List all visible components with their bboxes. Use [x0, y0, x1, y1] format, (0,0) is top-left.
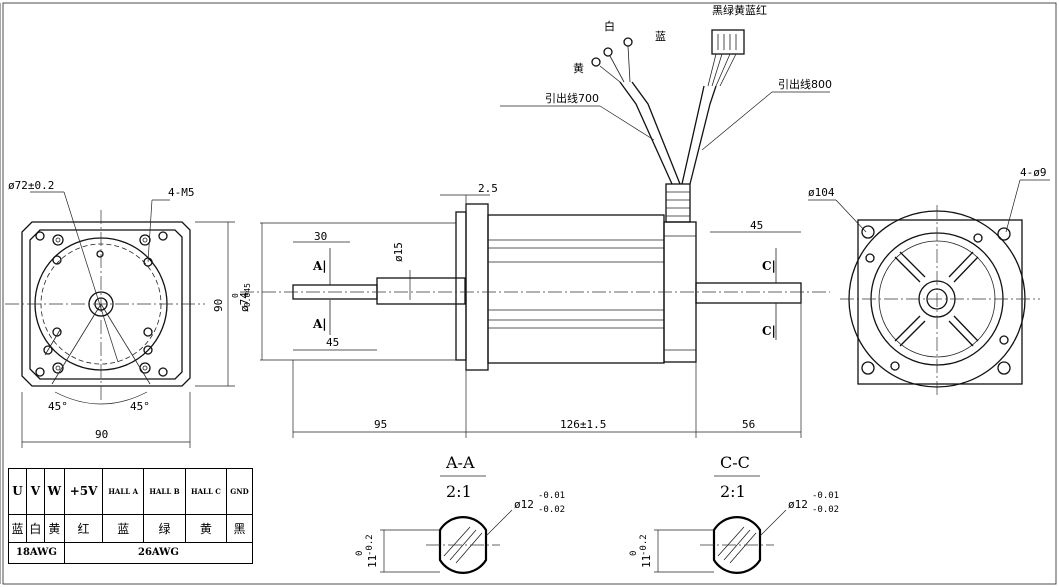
left-dia-callout: ø72±0.2 — [8, 179, 54, 192]
section-a-dia-lower: -0.02 — [538, 505, 565, 515]
color-5v: 红 — [63, 513, 104, 543]
flange-thk: 2.5 — [478, 182, 498, 195]
lead-power-label: 引出线700 — [545, 91, 599, 105]
section-c-flat: 11 — [640, 555, 653, 568]
left-thread-callout: 4-M5 — [168, 186, 195, 199]
section-a-dia: ø12 — [514, 498, 534, 511]
lead-hall-label: 引出线800 — [778, 77, 832, 91]
shaft-dia: ø15 — [392, 242, 405, 262]
section-c-flat-upper: 0 — [629, 551, 639, 556]
body-len: 126±1.5 — [560, 418, 606, 431]
section-c-title: C-C — [720, 453, 750, 472]
section-a-dia-upper: -0.01 — [538, 491, 565, 501]
left-width-dim: 90 — [95, 428, 108, 441]
pilot-dia: ø74 — [238, 292, 251, 312]
pilot-tol-lower: -0.045 — [243, 283, 252, 312]
header-hall-a: HALL A — [102, 468, 145, 515]
gauge-power: 18AWG — [8, 541, 65, 565]
section-a-title: A-A — [445, 453, 475, 472]
color-w: 黄 — [43, 513, 65, 543]
color-gnd: 黑 — [226, 513, 253, 543]
header-w: W — [43, 468, 65, 515]
header-u: U — [8, 468, 27, 515]
section-a-scale: 2:1 — [446, 482, 472, 501]
color-v: 白 — [25, 513, 45, 543]
color-white-label: 白 — [604, 19, 615, 33]
header-v: V — [25, 468, 45, 515]
rear-shaft-len: 45 — [750, 219, 763, 232]
right-rear-view: ø104 4-ø9 — [808, 166, 1050, 395]
wiring-table: U V W +5V HALL A HALL B HALL C GND 蓝 白 黄… — [8, 468, 254, 565]
section-c-scale: 2:1 — [720, 482, 746, 501]
color-blue-label: 蓝 — [655, 30, 666, 43]
angle-left-label: 45° — [48, 400, 68, 413]
section-c-dia-upper: -0.01 — [812, 491, 839, 501]
header-hall-b: HALL B — [143, 468, 186, 515]
color-u: 蓝 — [8, 513, 27, 543]
cable-assembly: 引出线700 引出线800 白 蓝 黄 黑绿黄蓝红 — [500, 3, 832, 185]
shaft-len-bottom: 45 — [326, 336, 339, 349]
rear-len: 56 — [742, 418, 755, 431]
color-yellow-label: 黄 — [573, 61, 584, 75]
section-a-top: A| — [312, 259, 327, 273]
color-hall-a: 蓝 — [102, 513, 145, 543]
section-a: A-A 2:1 ø12 -0.01 -0.02 11 0 -0.2 — [355, 453, 565, 574]
section-c: C-C 2:1 ø12 -0.01 -0.02 11 0 -0.2 — [629, 453, 839, 574]
section-a-bot: A| — [312, 317, 327, 331]
section-c-flat-lower: -0.2 — [639, 534, 649, 556]
left-front-view: ø72±0.2 4-M5 45° 45° 90 90 — [5, 179, 235, 448]
gauge-signal: 26AWG — [63, 541, 254, 565]
color-hall-b: 绿 — [143, 513, 186, 543]
angle-right-label: 45° — [130, 400, 150, 413]
color-hall-c: 黄 — [184, 513, 228, 543]
section-a-flat: 11 — [366, 555, 379, 568]
header-hall-c: HALL C — [184, 468, 228, 515]
section-a-flat-upper: 0 — [355, 551, 365, 556]
section-c-top: C| — [762, 259, 776, 273]
right-dia-callout: ø104 — [808, 186, 835, 199]
front-len: 95 — [374, 418, 387, 431]
section-c-bot: C| — [762, 324, 776, 338]
right-holes-callout: 4-ø9 — [1020, 166, 1047, 179]
side-view: 30 2.5 ø15 ø74 0 -0.045 45 95 126±1.5 56… — [231, 182, 830, 438]
left-height-dim: 90 — [212, 299, 225, 312]
section-a-flat-lower: -0.2 — [365, 534, 375, 556]
connector-colors-label: 黑绿黄蓝红 — [712, 3, 767, 17]
section-c-dia-lower: -0.02 — [812, 505, 839, 515]
section-c-dia: ø12 — [788, 498, 808, 511]
shaft-len-top: 30 — [314, 230, 327, 243]
header-gnd: GND — [226, 468, 253, 515]
header-5v: +5V — [63, 468, 104, 515]
pilot-tol-upper: 0 — [231, 293, 240, 298]
